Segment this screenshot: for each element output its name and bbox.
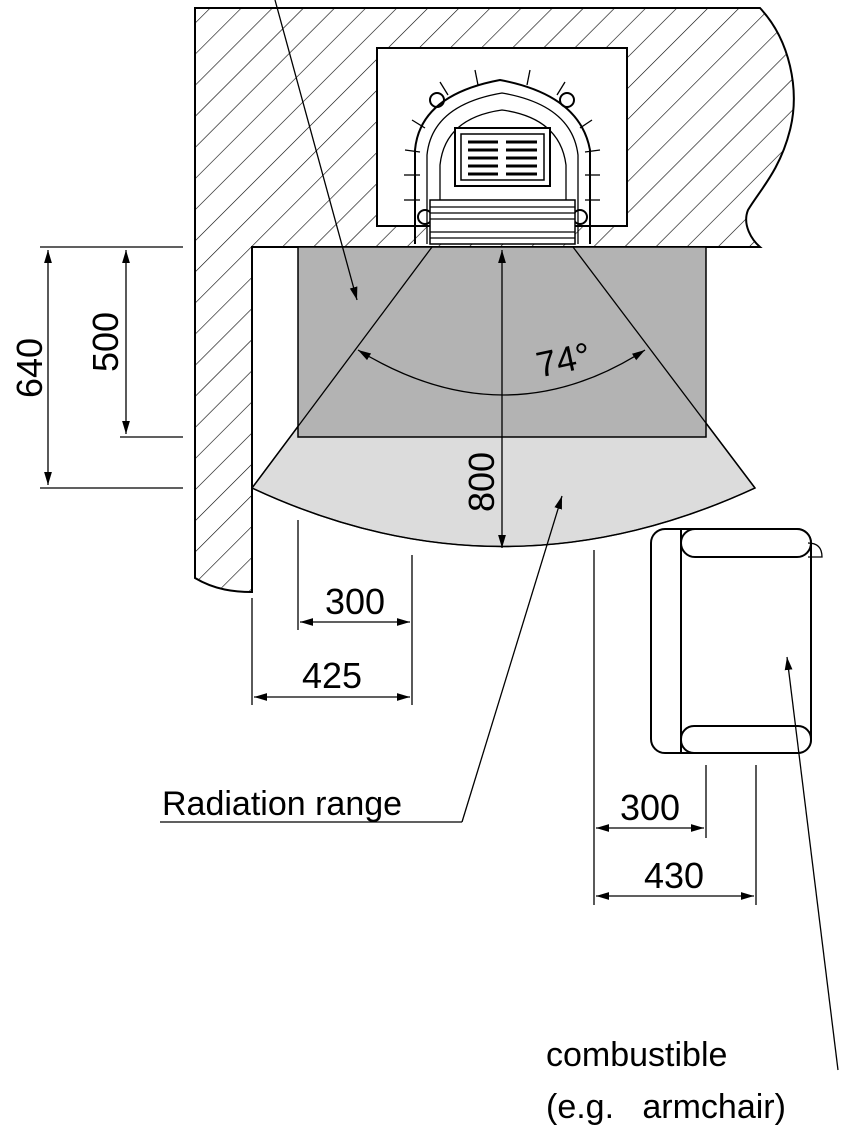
- dimension-side-425: 425: [302, 655, 362, 696]
- left-dimensions: [40, 246, 183, 489]
- armchair: [650, 528, 823, 754]
- dimension-front-300: 300: [620, 787, 680, 828]
- dimension-800: 800: [461, 452, 502, 512]
- side-dimensions: [251, 520, 413, 705]
- dimension-640: 640: [9, 338, 50, 398]
- radiation-range-label: Radiation range: [162, 785, 402, 823]
- wall: [194, 7, 795, 594]
- fireplace-insert: [404, 69, 601, 254]
- dimension-500: 500: [85, 312, 126, 372]
- dimension-front-430: 430: [644, 855, 704, 896]
- combustible-label: combustible: [546, 1036, 727, 1074]
- combustible-example-label: (e.g. armchair): [546, 1088, 786, 1126]
- front-dimensions: [593, 550, 757, 905]
- dimension-side-300: 300: [325, 581, 385, 622]
- leader-lines: [160, 0, 839, 1071]
